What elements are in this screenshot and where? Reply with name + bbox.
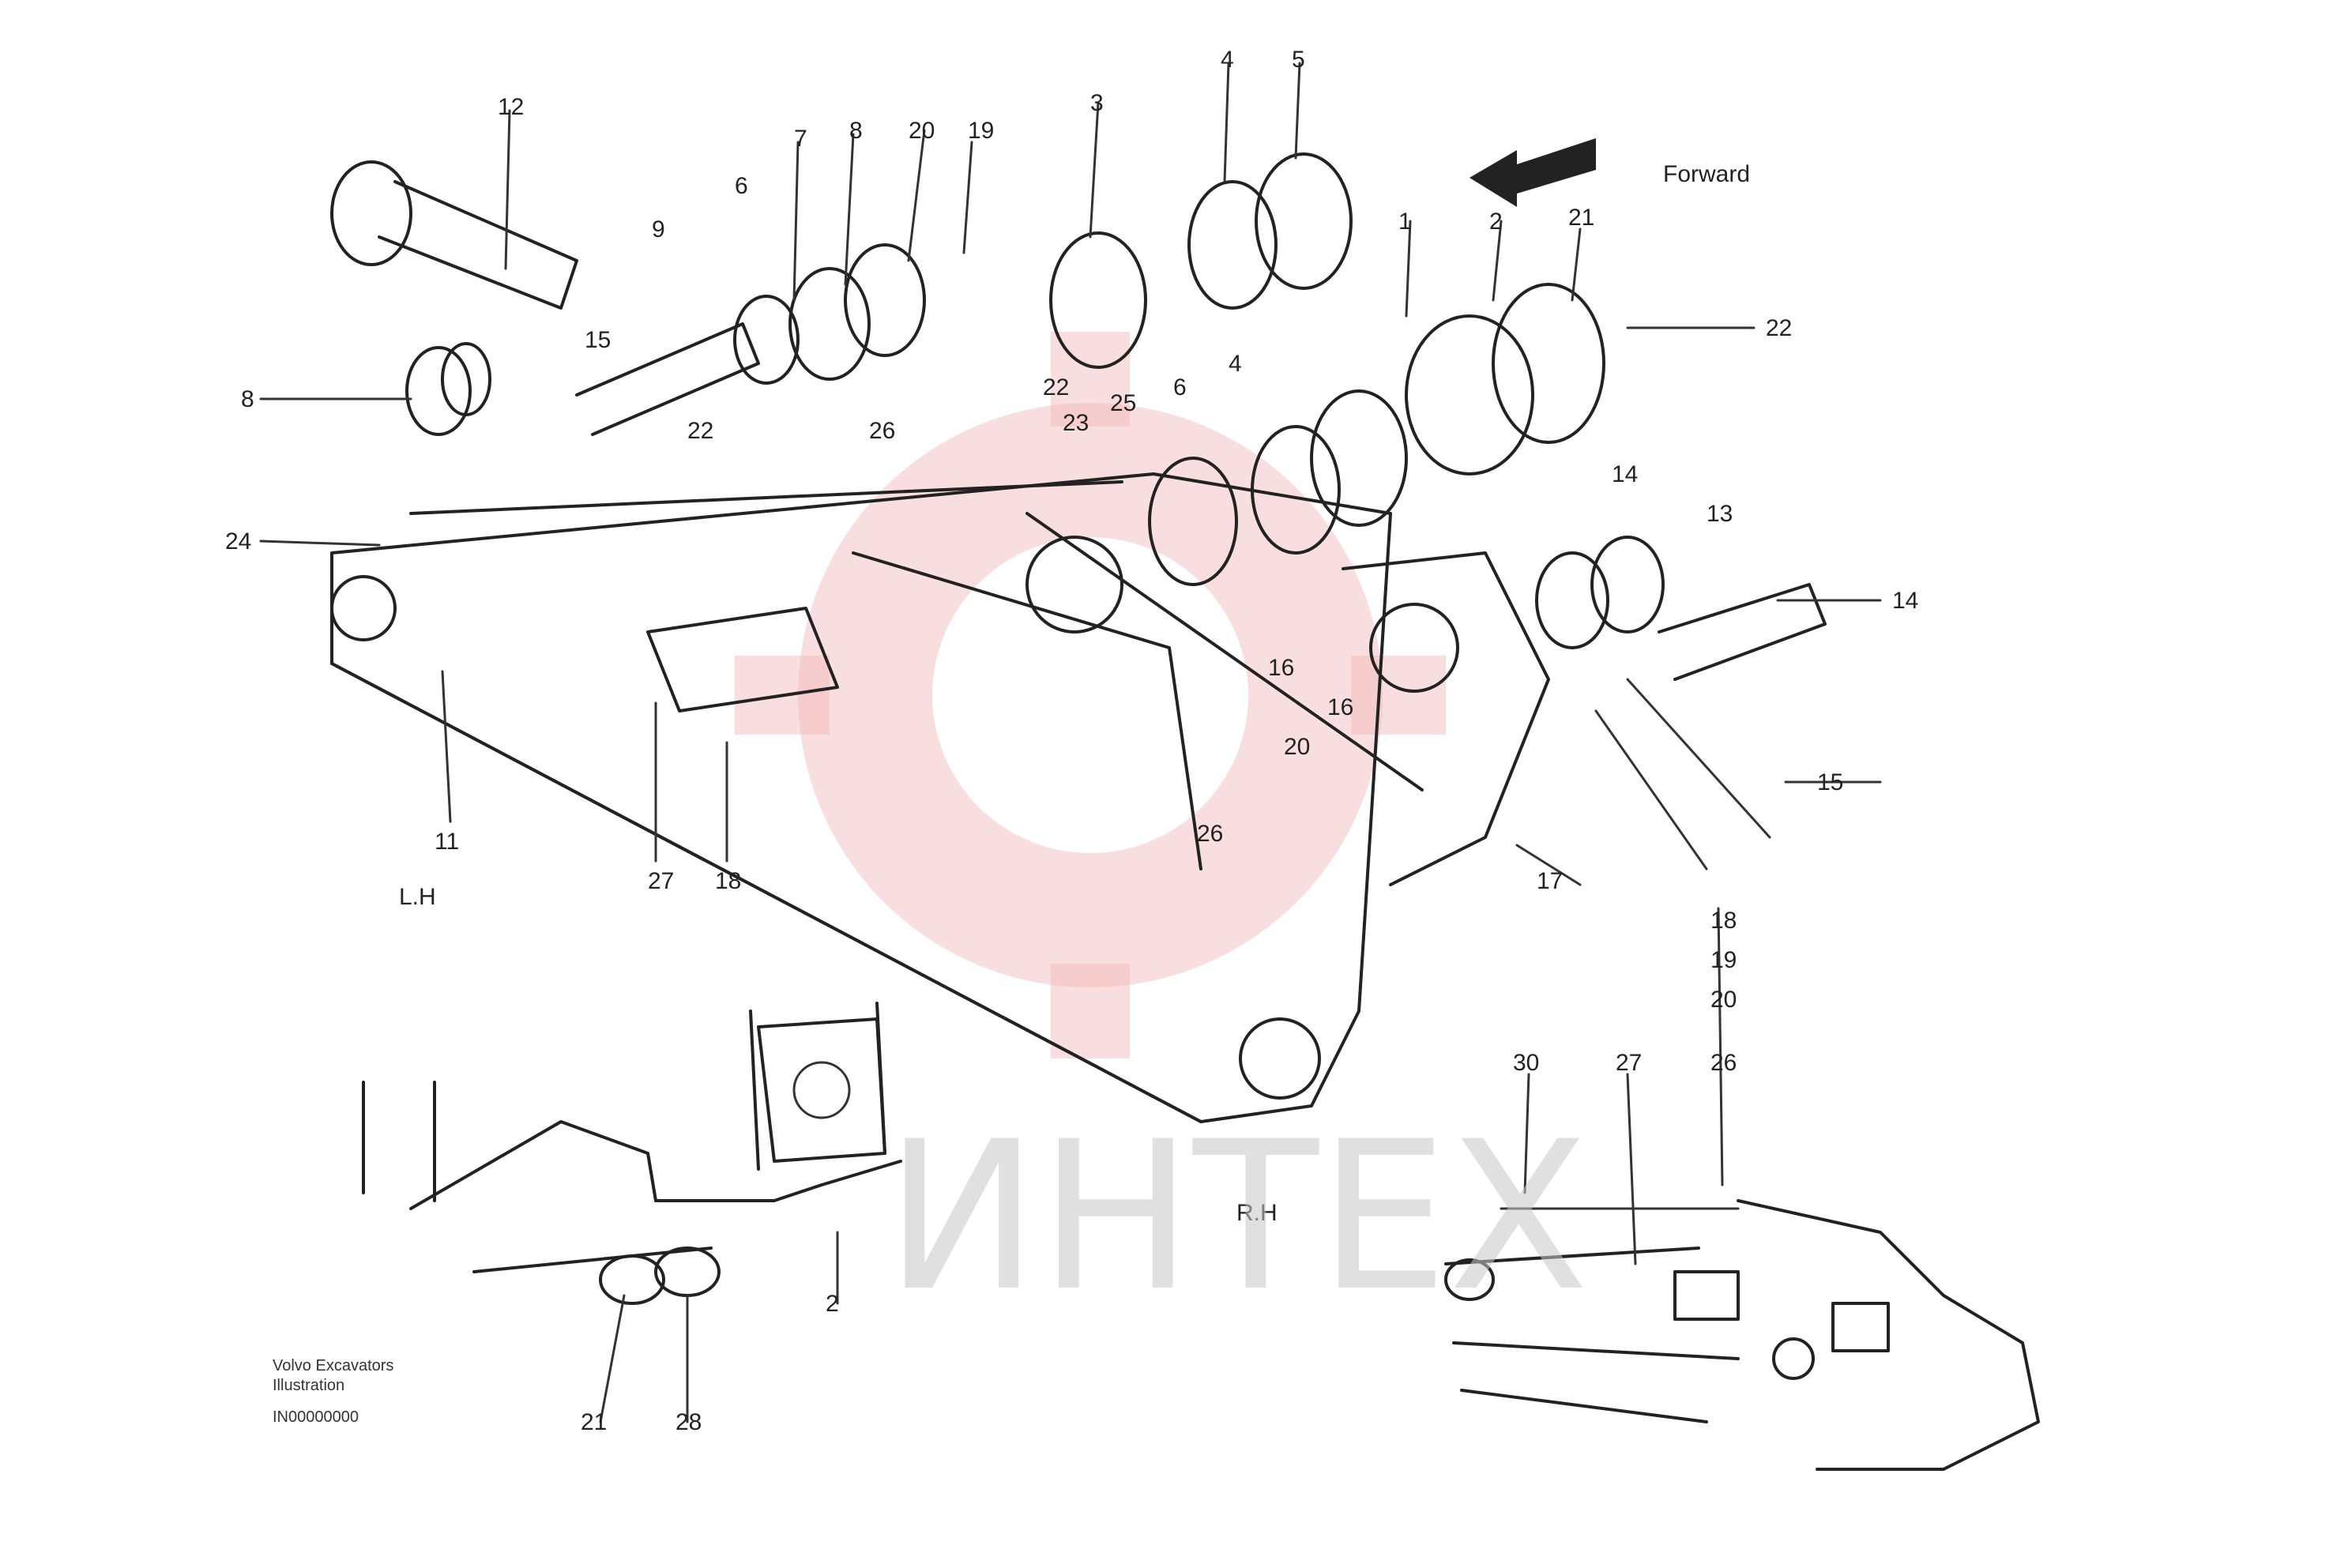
part-labels: 12 7 8 20 19 3 4 5 6 9 15 8 24 22 26 22 … bbox=[225, 47, 1918, 1435]
part-label: 11 bbox=[435, 829, 459, 855]
part-label: 2 bbox=[1489, 209, 1503, 235]
part-label: 19 bbox=[968, 118, 994, 144]
direction-label: Forward bbox=[1663, 161, 1750, 187]
part-label: 28 bbox=[675, 1409, 702, 1435]
part-label: 21 bbox=[581, 1409, 607, 1435]
watermark-gear-icon bbox=[735, 332, 1446, 1058]
part-label: 18 bbox=[1710, 908, 1737, 934]
part-label: 22 bbox=[687, 418, 713, 444]
part-label: 14 bbox=[1612, 461, 1638, 487]
part-label: 16 bbox=[1327, 694, 1353, 720]
part-label: 27 bbox=[648, 868, 674, 894]
detail-left-drawing bbox=[362, 1002, 902, 1305]
part-label: 8 bbox=[849, 118, 863, 144]
leader-lines bbox=[259, 62, 1882, 1423]
part-label: 20 bbox=[1710, 987, 1737, 1013]
part-label: 17 bbox=[1537, 868, 1563, 894]
part-label: 2 bbox=[826, 1291, 839, 1317]
part-label: 25 bbox=[1110, 390, 1136, 416]
watermark-text: ИНТЕХ bbox=[885, 1098, 1589, 1337]
part-label: 21 bbox=[1568, 205, 1594, 231]
part-label: 9 bbox=[652, 216, 665, 243]
part-label: 4 bbox=[1221, 47, 1234, 73]
part-label: 22 bbox=[1043, 374, 1069, 400]
part-label: 13 bbox=[1707, 501, 1733, 527]
part-label: 22 bbox=[1766, 315, 1792, 341]
pin-bushing-drawing bbox=[330, 152, 1827, 870]
footer-line1: Volvo Excavators bbox=[273, 1357, 393, 1374]
part-label: 6 bbox=[735, 173, 748, 199]
part-label: 16 bbox=[1268, 655, 1294, 681]
part-label: 26 bbox=[1197, 821, 1223, 847]
part-label: 6 bbox=[1173, 374, 1187, 400]
part-label: 18 bbox=[715, 868, 741, 894]
footer-line2: Illustration bbox=[273, 1377, 344, 1394]
side-label-right: R.H bbox=[1236, 1200, 1278, 1226]
side-label-left: L.H bbox=[399, 884, 436, 910]
part-label: 19 bbox=[1710, 947, 1737, 973]
part-label: 14 bbox=[1892, 588, 1918, 614]
part-label: 3 bbox=[1090, 90, 1104, 116]
part-label: 20 bbox=[909, 118, 935, 144]
part-label: 20 bbox=[1284, 734, 1310, 760]
detail-right-drawing bbox=[1444, 1199, 2040, 1471]
part-label: 7 bbox=[794, 126, 807, 152]
part-label: 26 bbox=[1710, 1050, 1737, 1076]
forward-arrow-icon bbox=[1470, 138, 1596, 207]
part-label: 27 bbox=[1616, 1050, 1642, 1076]
part-label: 23 bbox=[1063, 410, 1089, 436]
part-label: 24 bbox=[225, 528, 251, 555]
part-label: 5 bbox=[1292, 47, 1305, 73]
part-label: 15 bbox=[1817, 769, 1843, 795]
part-label: 12 bbox=[498, 94, 524, 120]
boom-arm-drawing bbox=[330, 472, 1550, 1123]
part-label: 26 bbox=[869, 418, 895, 444]
footer-code: IN00000000 bbox=[273, 1408, 359, 1426]
part-label: 15 bbox=[585, 327, 611, 353]
part-label: 8 bbox=[241, 386, 254, 412]
part-label: 30 bbox=[1513, 1050, 1539, 1076]
part-label: 4 bbox=[1229, 351, 1242, 377]
part-label: 1 bbox=[1398, 209, 1412, 235]
